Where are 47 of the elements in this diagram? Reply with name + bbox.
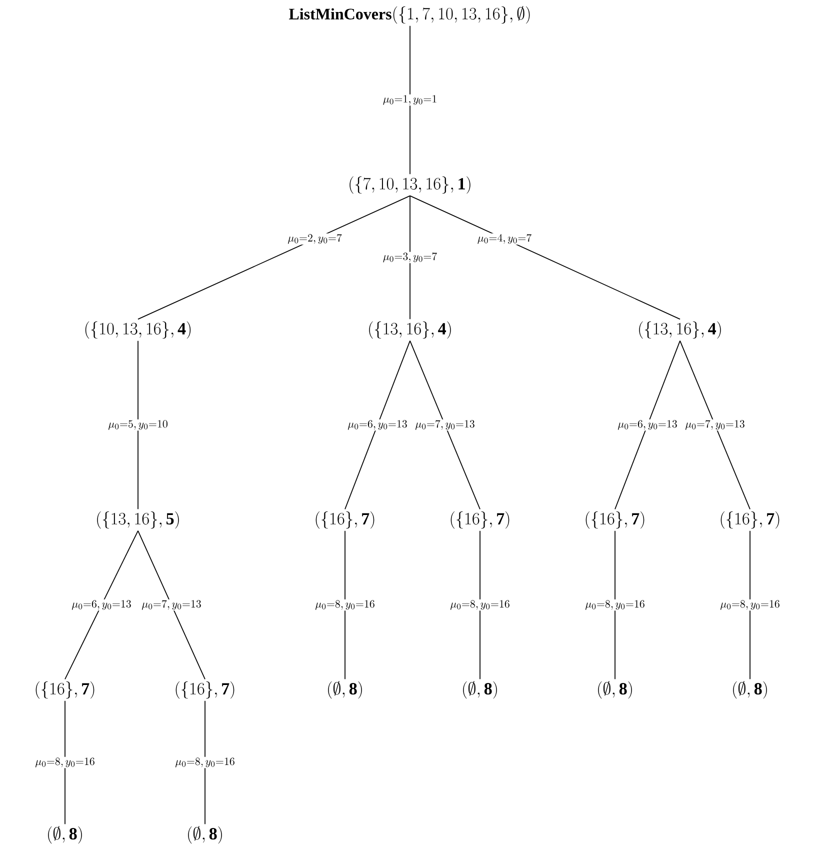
state-label: $(\emptyset,\mathbf{8})$ bbox=[48, 826, 82, 844]
edge-label: $\mu_0{=}7,y_0{=}13$ bbox=[684, 419, 746, 431]
edge-label: $\mu_0{=}5,y_0{=}10$ bbox=[107, 419, 169, 431]
tree-edge bbox=[344, 530, 346, 680]
edge-label: $\mu_0{=}7,y_0{=}13$ bbox=[414, 419, 476, 431]
edge-label: $\mu_0{=}8,y_0{=}16$ bbox=[314, 599, 376, 611]
state-label: $(\emptyset,\mathbf{8})$ bbox=[328, 680, 362, 699]
edge-label: $\mu_0{=}6,y_0{=}13$ bbox=[616, 419, 678, 431]
tree-edge bbox=[680, 340, 750, 510]
edge-label: $\mu_0{=}1,y_0{=}1$ bbox=[382, 94, 438, 106]
state-label: $(\{13,16\},\mathbf{4})$ bbox=[639, 321, 721, 339]
tree-edge bbox=[64, 530, 138, 680]
tree-edge bbox=[344, 340, 410, 510]
state-label: $(\{10,13,16\},\mathbf{4})$ bbox=[85, 321, 191, 339]
state-label: $(\emptyset,\mathbf{8})$ bbox=[188, 826, 222, 844]
state-label: $(\emptyset,\mathbf{8})$ bbox=[598, 680, 632, 699]
state-label: $(\{16\},\mathbf{7})$ bbox=[586, 511, 644, 529]
edge-label: $\mu_0{=}6,y_0{=}13$ bbox=[346, 419, 408, 431]
state-label: $(\{13,16\},\mathbf{4})$ bbox=[369, 321, 451, 339]
state-label: $(\{16\},\mathbf{7})$ bbox=[720, 511, 780, 529]
state-label: $(\{7,10,13,16\},\mathbf{1})$ bbox=[350, 176, 470, 194]
edge-label: $\mu_0{=}8,y_0{=}16$ bbox=[34, 756, 96, 768]
state-label: $(\{16\},\mathbf{7})$ bbox=[316, 511, 374, 529]
state-label: $(\{16\},\mathbf{7})$ bbox=[450, 511, 510, 529]
edge-label: $\mu_0{=}4,y_0{=}7$ bbox=[476, 233, 533, 245]
state-label: $\mathbf{ListMinCovers}(\{1,7,10,13,16\},\emptyset)$ bbox=[289, 6, 530, 24]
tree-edge bbox=[138, 195, 410, 320]
edge-label: $\mu_0{=}6,y_0{=}13$ bbox=[70, 599, 132, 611]
tree-edge bbox=[64, 700, 66, 825]
tree-edge bbox=[410, 195, 680, 320]
tree-edge bbox=[614, 340, 680, 510]
state-label: $(\{13,16\},\mathbf{5})$ bbox=[97, 511, 179, 529]
state-label: $(\{16\},\mathbf{7})$ bbox=[36, 681, 94, 699]
tree-edge bbox=[614, 530, 616, 680]
tree-edge bbox=[204, 700, 206, 825]
edge-label: $\mu_0{=}7,y_0{=}13$ bbox=[140, 599, 202, 611]
edge-label: $\mu_0{=}3,y_0{=}7$ bbox=[382, 252, 438, 264]
edge-label: $\mu_0{=}2,y_0{=}7$ bbox=[286, 233, 343, 245]
state-label: $(\emptyset,\mathbf{8})$ bbox=[733, 680, 767, 699]
edge-label: $\mu_0{=}8,y_0{=}16$ bbox=[719, 599, 781, 611]
state-label: $(\emptyset,\mathbf{8})$ bbox=[463, 680, 497, 699]
edge-label: $\mu_0{=}8,y_0{=}16$ bbox=[174, 756, 236, 768]
edge-label: $\mu_0{=}8,y_0{=}16$ bbox=[449, 599, 511, 611]
tree-edge bbox=[410, 340, 480, 510]
edge-label: $\mu_0{=}8,y_0{=}16$ bbox=[584, 599, 646, 611]
tree-edge bbox=[138, 530, 206, 680]
state-label: $(\{16\},\mathbf{7})$ bbox=[176, 681, 234, 699]
